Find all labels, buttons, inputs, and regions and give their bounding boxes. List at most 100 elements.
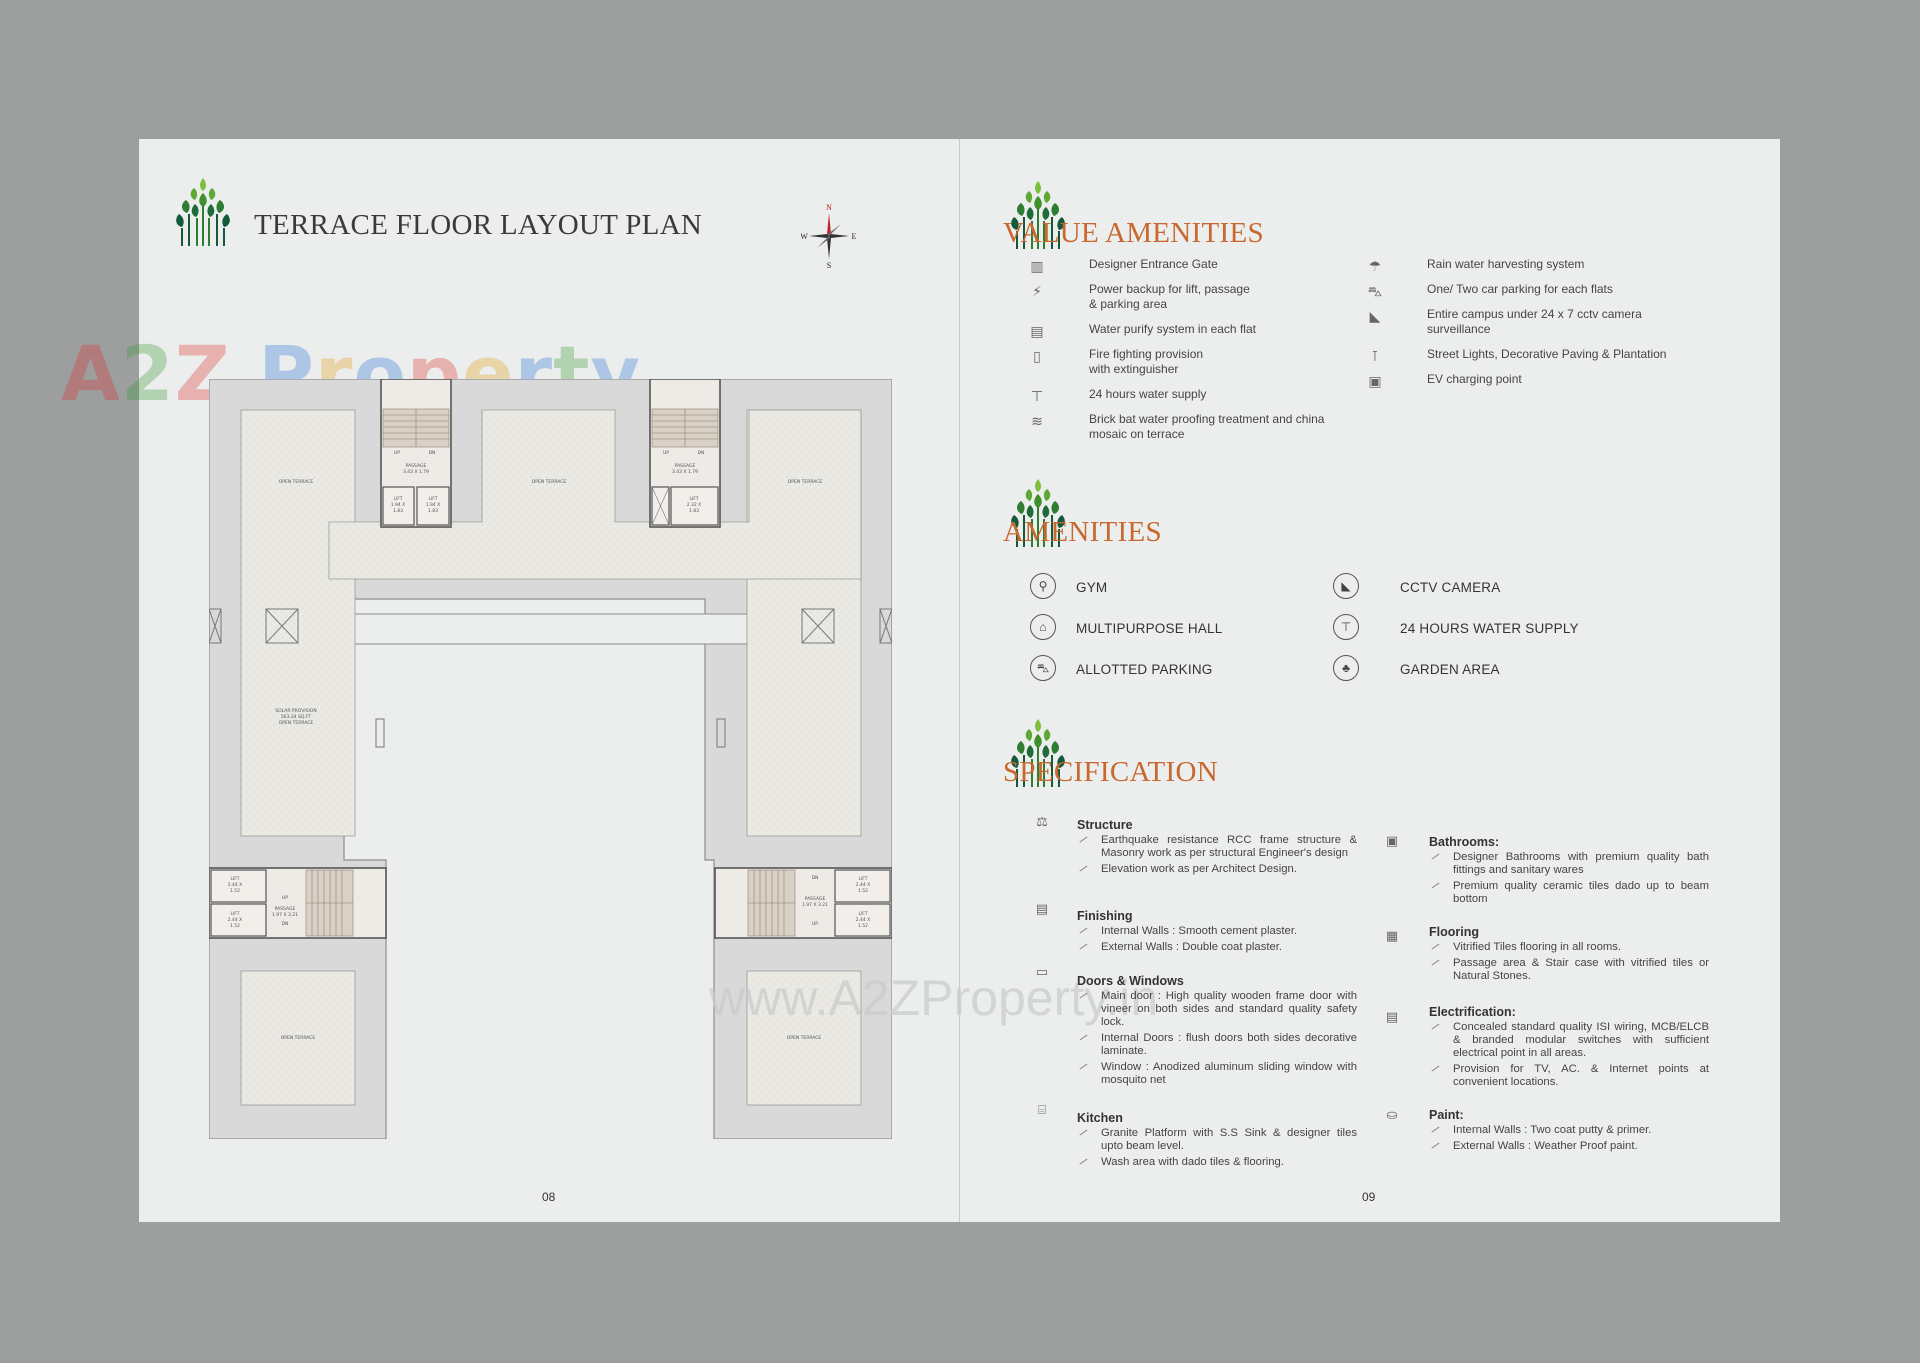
label-lift-mra-1: LIFT xyxy=(858,876,867,882)
label-passage-mr-2: 1.97 X 3.21 xyxy=(802,902,828,908)
spec-bullet: Internal Walls : Two coat putty & primer… xyxy=(1429,1124,1709,1137)
label-solar-2: 563.34 SQ.FT xyxy=(281,714,312,720)
value-amenity-text: Street Lights, Decorative Paving & Plant… xyxy=(1427,347,1667,361)
ev-charging-icon: ▣ xyxy=(1368,373,1382,389)
compass-e: E xyxy=(852,232,857,241)
label-up-1: UP xyxy=(394,450,400,456)
label-dn-4: DN xyxy=(812,875,819,881)
spec-kitchen: Kitchen Granite Platform with S.S Sink &… xyxy=(1077,1111,1357,1172)
spec-head: Electrification: xyxy=(1429,1005,1516,1019)
value-amenity-text: One/ Two car parking for each flats xyxy=(1427,282,1613,296)
spec-head: Finishing xyxy=(1077,909,1133,923)
bathroom-icon: ▣ xyxy=(1385,833,1399,848)
car-icon: ⛍ xyxy=(1367,283,1383,299)
amenity-label-parking: ALLOTTED PARKING xyxy=(1076,662,1213,677)
spec-bullet: External Walls : Double coat plaster. xyxy=(1077,941,1357,954)
fire-extinguisher-icon: ▯ xyxy=(1033,348,1041,364)
spec-structure: Structure Earthquake resistance RCC fram… xyxy=(1077,818,1357,879)
spec-bullet: Elevation work as per Architect Design. xyxy=(1077,863,1357,876)
label-lift-tlb-2: 1.94 X xyxy=(426,502,441,508)
spec-bathrooms: Bathrooms: Designer Bathrooms with premi… xyxy=(1429,835,1709,909)
terrace-floor-plan: OPEN TERRACE OPEN TERRACE OPEN TERRACE O… xyxy=(209,379,892,1139)
page-number-left: 08 xyxy=(542,1190,556,1204)
amenity-label-cctv: CCTV CAMERA xyxy=(1400,580,1501,595)
label-open-terrace-5: OPEN TERRACE xyxy=(787,1035,822,1041)
label-dn-2: DN xyxy=(698,450,705,456)
amenity-label-hall: MULTIPURPOSE HALL xyxy=(1076,621,1223,636)
label-lift-tlb-3: 1.83 xyxy=(428,508,438,514)
label-lift-mlb-1: LIFT xyxy=(230,911,239,917)
rainwater-icon: ☂ xyxy=(1368,258,1382,274)
spec-head: Kitchen xyxy=(1077,1111,1123,1125)
value-amenity-text: EV charging point xyxy=(1427,372,1522,386)
door-icon: ▭ xyxy=(1035,964,1049,979)
page-title: TERRACE FLOOR LAYOUT PLAN xyxy=(254,209,703,241)
water-purifier-icon: ▤ xyxy=(1030,323,1044,339)
amenities-title: AMENITIES xyxy=(1003,516,1162,548)
value-amenity-text: Rain water harvesting system xyxy=(1427,257,1585,271)
paint-icon: ⛀ xyxy=(1386,1107,1398,1122)
label-passage-ml-2: 1.97 X 3.21 xyxy=(272,912,298,918)
label-solar-3: OPEN TERRACE xyxy=(279,720,314,726)
street-light-icon: ⊺ xyxy=(1371,348,1379,364)
label-lift-mla-1: LIFT xyxy=(230,876,239,882)
spec-bullet: Window : Anodized aluminum sliding windo… xyxy=(1077,1061,1357,1087)
label-solar-1: SOLAR PROVISION xyxy=(275,708,316,714)
label-lift-mlb-3: 1.52 xyxy=(230,923,240,929)
label-open-terrace-4: OPEN TERRACE xyxy=(281,1035,316,1041)
gym-icon: ⚲ xyxy=(1030,573,1056,599)
spine-divider xyxy=(959,139,960,1222)
spec-bullet: Wash area with dado tiles & flooring. xyxy=(1077,1156,1357,1169)
label-dn-1: DN xyxy=(429,450,436,456)
label-lift-mlb-2: 2.44 X xyxy=(228,917,243,923)
spec-bullet: Concealed standard quality ISI wiring, M… xyxy=(1429,1021,1709,1060)
value-amenities-title: VALUE AMENITIES xyxy=(1003,217,1264,249)
spec-bullet: External Walls : Weather Proof paint. xyxy=(1429,1140,1709,1153)
tree-logo-icon xyxy=(1011,181,1065,249)
value-amenity-text: 24 hours water supply xyxy=(1089,387,1207,401)
spec-bullet: Internal Walls : Smooth cement plaster. xyxy=(1077,925,1357,938)
label-dn-3: DN xyxy=(282,921,289,927)
label-lift-tr-1: LIFT xyxy=(689,496,698,502)
spec-doors-windows: Doors & Windows Main door : High quality… xyxy=(1077,974,1357,1090)
label-lift-mrb-2: 2.44 X xyxy=(856,917,871,923)
spec-bullet: Main door : High quality wooden frame do… xyxy=(1077,990,1357,1029)
spec-head: Structure xyxy=(1077,818,1133,832)
label-lift-tr-2: 2.32 X xyxy=(687,502,702,508)
label-lift-tr-3: 1.83 xyxy=(689,508,699,514)
spec-paint: Paint: Internal Walls : Two coat putty &… xyxy=(1429,1108,1709,1156)
left-page: TERRACE FLOOR LAYOUT PLAN N S E W A2Z Pr… xyxy=(61,139,1158,1222)
hall-icon: ⌂ xyxy=(1030,614,1056,640)
compass-icon: N S E W xyxy=(801,203,857,269)
spec-bullet: Granite Platform with S.S Sink & designe… xyxy=(1077,1127,1357,1153)
spec-bullet: Provision for TV, AC. & Internet points … xyxy=(1429,1063,1709,1089)
parking-icon: ⛍ xyxy=(1030,655,1056,681)
spec-electrification: Electrification: Concealed standard qual… xyxy=(1429,1005,1709,1092)
tree-logo-icon xyxy=(176,178,230,246)
garden-icon: ♣ xyxy=(1333,655,1359,681)
label-lift-mla-2: 2.44 X xyxy=(228,882,243,888)
kitchen-icon: ⌸ xyxy=(1038,1102,1046,1117)
label-passage-tl-2: 3.43 X 1.79 xyxy=(403,469,429,475)
tap-icon: ⊤ xyxy=(1030,388,1044,404)
value-amenity-text: Entire campus under 24 x 7 cctv camera s… xyxy=(1427,307,1642,336)
amenity-label-garden: GARDEN AREA xyxy=(1400,662,1500,677)
label-lift-tla-3: 1.83 xyxy=(393,508,403,514)
cctv-icon: ◣ xyxy=(1369,308,1381,324)
label-open-terrace-1: OPEN TERRACE xyxy=(279,479,314,485)
electrification-icon: ▤ xyxy=(1385,1009,1399,1024)
spec-bullet: Vitrified Tiles flooring in all rooms. xyxy=(1429,941,1709,954)
page-number-right: 09 xyxy=(1362,1190,1376,1204)
spec-finishing: Finishing Internal Walls : Smooth cement… xyxy=(1077,909,1357,957)
label-lift-tla-1: LIFT xyxy=(393,496,402,502)
gate-icon: ▥ xyxy=(1030,258,1044,274)
spec-head: Paint: xyxy=(1429,1108,1464,1122)
label-passage-mr-1: PASSAGE xyxy=(805,896,826,902)
value-amenity-text: Fire fighting provision with extinguishe… xyxy=(1089,347,1204,376)
label-passage-ml-1: PASSAGE xyxy=(275,906,296,912)
label-lift-mla-3: 1.52 xyxy=(230,888,240,894)
label-open-terrace-3: OPEN TERRACE xyxy=(788,479,823,485)
power-icon: ⚡ xyxy=(1032,283,1042,299)
spec-flooring: Flooring Vitrified Tiles flooring in all… xyxy=(1429,925,1709,986)
specification-title: SPECIFICATION xyxy=(1003,756,1218,788)
